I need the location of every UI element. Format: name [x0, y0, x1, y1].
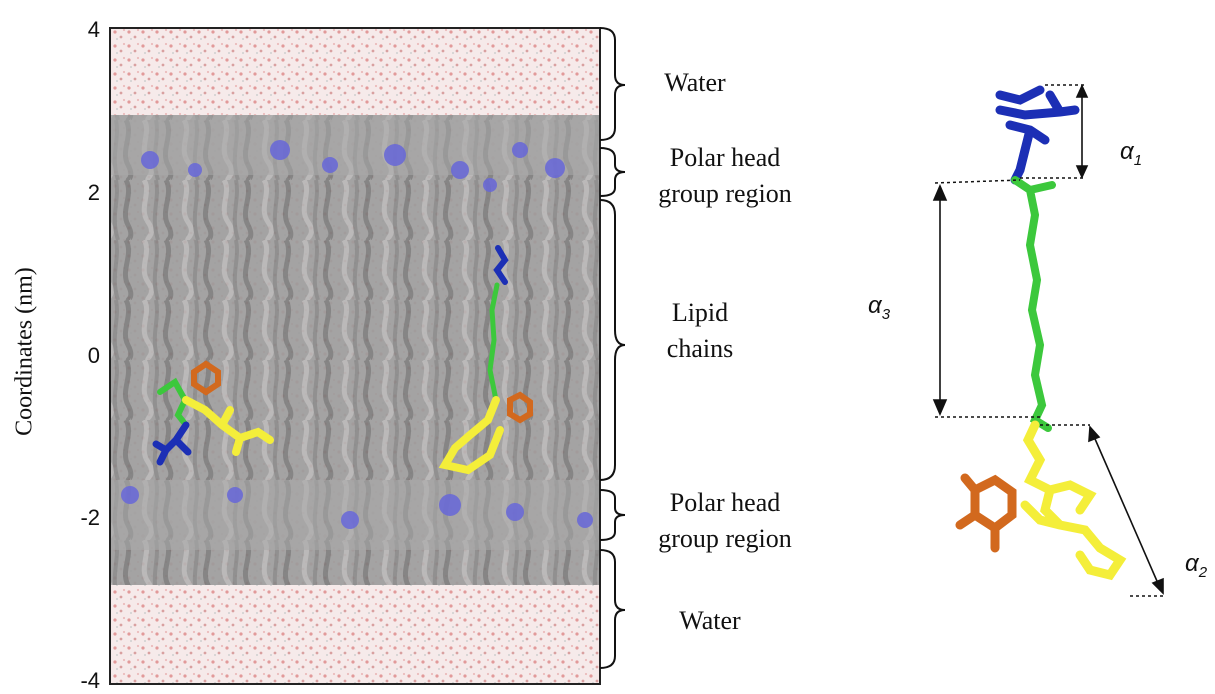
- label-water-top: Water: [664, 68, 726, 97]
- y-axis-label: Coordinates (nm): [11, 267, 38, 436]
- alpha-2-label: α2: [1185, 550, 1208, 581]
- left-head-group: [152, 421, 192, 466]
- label-lipid-chains: Lipid chains: [666, 298, 734, 363]
- left-aromatic-core: [182, 396, 274, 456]
- brace-polar-bottom: [599, 489, 626, 541]
- right-phenol-ring: [507, 391, 533, 424]
- isolated-linker-chain: [1011, 176, 1056, 432]
- head-group-spheres: [121, 140, 593, 529]
- y-tick-neg4: -4: [80, 668, 100, 693]
- brace-polar-top: [599, 147, 626, 197]
- label-water-bottom: Water: [679, 606, 741, 635]
- right-linker-chain: [487, 282, 500, 403]
- alpha-1-label: α1: [1120, 138, 1143, 169]
- molecule-right: [438, 245, 533, 475]
- alpha-3-label: α3: [868, 292, 891, 323]
- box-frame: [109, 27, 601, 685]
- dimension-guides: [934, 84, 1165, 597]
- left-phenol-ring: [191, 360, 221, 396]
- y-tick-4: 4: [87, 17, 100, 42]
- label-polar-top: Polar head group region: [658, 143, 792, 208]
- upper-head-band: [110, 115, 600, 175]
- a3-top-guide: [934, 179, 1021, 184]
- brace-water-bottom: [599, 549, 626, 669]
- right-aromatic-core: [438, 396, 504, 475]
- simulation-box: [109, 27, 601, 685]
- brace-water-top: [599, 27, 626, 141]
- label-polar-bottom: Polar head group region: [658, 488, 792, 553]
- a2-arrow: [1091, 431, 1161, 589]
- isolated-molecule: [955, 85, 1127, 581]
- region-braces: [599, 27, 626, 669]
- dimension-arrows: [932, 84, 1164, 595]
- isolated-phenol-ring: [955, 473, 1017, 553]
- y-tick-2: 2: [87, 180, 100, 205]
- isolated-head-group: [995, 85, 1080, 185]
- y-tick-0: 0: [87, 343, 100, 368]
- y-tick-neg2: -2: [80, 505, 100, 530]
- molecule-left: [152, 360, 274, 466]
- right-head-group: [493, 245, 509, 285]
- brace-lipid: [599, 199, 626, 481]
- isolated-aromatic-core: [1020, 420, 1127, 581]
